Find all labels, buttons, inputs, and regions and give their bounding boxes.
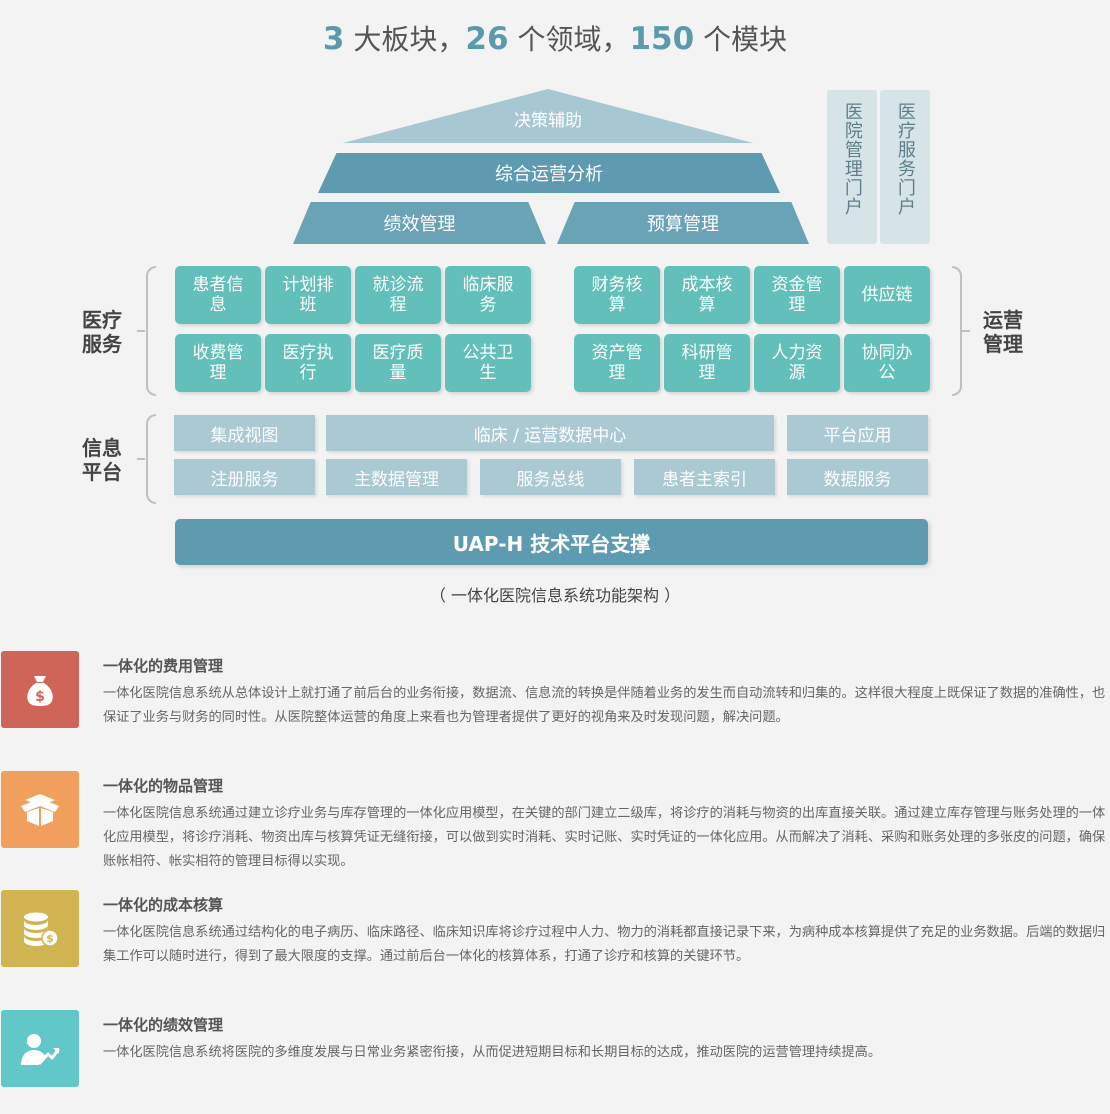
tile-collaborative-office: 协同办公 [844,334,930,392]
feature-title-expense: 一体化的费用管理 [103,657,224,675]
hospital-management-portal-label: 医院管理门户 [841,102,863,216]
tile-medical-quality: 医疗质量 [355,334,441,392]
info-platform-bracket-tick [137,458,145,460]
feature-title-materials: 一体化的物品管理 [103,777,224,795]
pyramid-top-label: 决策辅助 [514,111,582,131]
svg-text:$: $ [35,689,45,705]
tile-human-resources: 人力资源 [754,334,840,392]
headline-text-3: 个模块 [694,23,788,56]
medical-service-portal: 医疗服务门户 [880,90,930,244]
hospital-management-portal: 医院管理门户 [827,90,877,244]
money-bag-icon: $ [1,651,79,728]
feature-body-performance: 一体化医院信息系统将医院的多维度发展与日常业务紧密衔接，从而促进短期目标和长期目… [103,1045,882,1060]
headline-number-3: 150 [629,21,695,57]
tile-scheduling: 计划排班 [265,266,351,324]
tile-supply-chain: 供应链 [844,266,930,324]
tile-fund-management: 资金管理 [754,266,840,324]
tile-visit-process: 就诊流程 [355,266,441,324]
headline-text-1: 大板块， [344,23,466,56]
tile-billing: 收费管理 [175,334,261,392]
pyramid-top-triangle [343,89,753,143]
medical-services-bracket-tick [137,330,145,332]
medical-services-label: 医疗服务 [82,308,122,356]
tile-public-health: 公共卫生 [445,334,531,392]
feature-body-materials: 一体化医院信息系统通过建立诊疗业务与库存管理的一体化应用模型，在关键的部门建立二… [103,806,1106,869]
feature-body-cost: 一体化医院信息系统通过结构化的电子病历、临床路径、临床知识库将诊疗过程中人力、物… [103,925,1106,964]
svg-text:$: $ [46,932,54,945]
service-bus-block: 服务总线 [480,459,621,495]
uap-h-tech-platform: UAP-H 技术平台支撑 [175,519,928,565]
pyramid-middle: 综合运营分析 [318,153,780,193]
coin-stack-icon: $ [1,890,79,967]
registration-service-block: 注册服务 [174,459,315,495]
diagram-caption: （ 一体化医院信息系统功能架构 ） [429,586,681,605]
master-data-block: 主数据管理 [326,459,467,495]
tile-asset-management: 资产管理 [574,334,660,392]
pyramid-left: 绩效管理 [293,202,546,244]
person-growth-icon [1,1010,79,1087]
tile-medical-execution: 医疗执行 [265,334,351,392]
info-platform-bracket [146,414,156,504]
patient-master-index-block: 患者主索引 [634,459,775,495]
medical-services-bracket [146,266,156,396]
data-center-block: 临床 / 运营数据中心 [326,415,774,451]
headline-text-2: 个领域， [508,23,630,56]
operations-management-bracket [952,266,962,396]
tile-cost-accounting: 成本核算 [664,266,750,324]
tile-financial-accounting: 财务核算 [574,266,660,324]
headline: 3 大板块，26 个领域，150 个模块 [0,18,1110,58]
feature-title-cost: 一体化的成本核算 [103,896,224,914]
headline-number-1: 3 [322,21,345,57]
feature-body-expense: 一体化医院信息系统从总体设计上就打通了前后台的业务衔接，数据流、信息流的转换是伴… [103,686,1106,725]
operations-management-bracket-tick [962,330,970,332]
operations-management-label: 运营管理 [983,308,1023,356]
tile-research-management: 科研管理 [664,334,750,392]
tile-patient-info: 患者信息 [175,266,261,324]
feature-title-performance: 一体化的绩效管理 [103,1016,224,1034]
platform-application-block: 平台应用 [787,415,928,451]
info-platform-label: 信息平台 [82,436,122,484]
open-box-icon [1,771,79,848]
integrated-view-block: 集成视图 [174,415,315,451]
data-service-block: 数据服务 [787,459,928,495]
headline-number-2: 26 [465,21,509,57]
pyramid-right: 预算管理 [557,202,809,244]
medical-service-portal-label: 医疗服务门户 [894,102,916,216]
tile-clinical-service: 临床服务 [445,266,531,324]
